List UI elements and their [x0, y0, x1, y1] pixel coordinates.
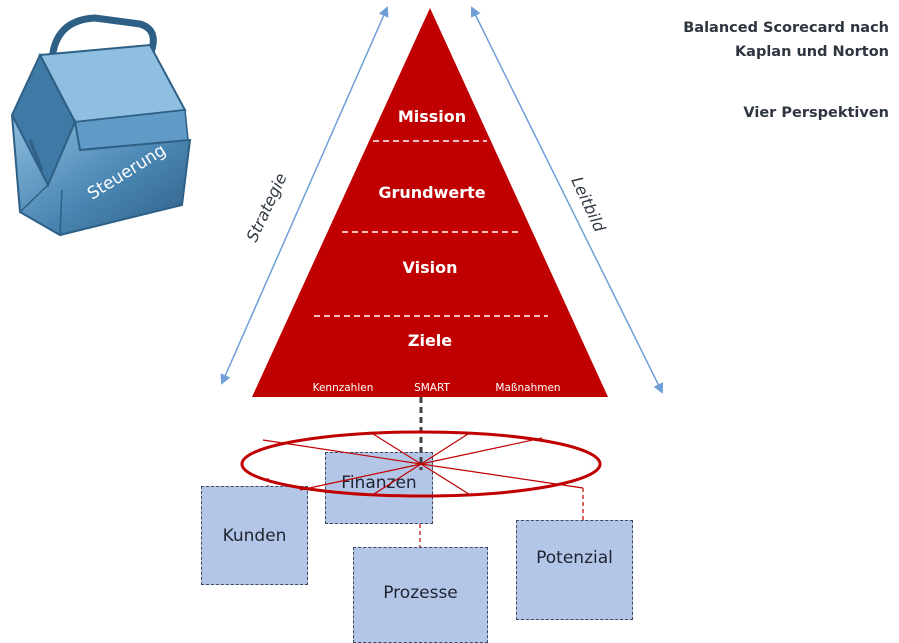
perspective-prozesse: Prozesse [353, 547, 488, 643]
perspective-kunden-label: Kunden [222, 525, 287, 546]
perspective-finanzen-label: Finanzen [341, 473, 417, 493]
perspective-potenzial: Potenzial [516, 520, 633, 620]
toolbox-illustration: Steuerung [10, 14, 192, 237]
perspective-finanzen: Finanzen [325, 452, 433, 524]
leitbild-label: Leitbild [567, 174, 609, 236]
level-grundwerte: Grundwerte [378, 183, 485, 202]
level-vision: Vision [403, 258, 458, 277]
strategie-arrow [220, 6, 389, 385]
perspective-potenzial-label: Potenzial [536, 548, 613, 568]
header-title-line2: Kaplan und Norton [734, 44, 889, 60]
base-label-kennzahlen: Kennzahlen [313, 382, 374, 394]
pyramid [252, 8, 608, 397]
perspective-kunden: Kunden [201, 486, 308, 585]
leitbild-arrow [471, 6, 663, 394]
strategie-label: Strategie [242, 170, 290, 245]
base-label-massnahmen: Maßnahmen [495, 382, 560, 394]
header-title-line1: Balanced Scorecard nach [683, 20, 889, 36]
header-subtitle: Vier Perspektiven [743, 105, 889, 121]
level-mission: Mission [398, 107, 466, 126]
level-ziele: Ziele [408, 331, 452, 350]
perspective-prozesse-label: Prozesse [383, 583, 458, 603]
base-label-smart: SMART [414, 382, 450, 394]
